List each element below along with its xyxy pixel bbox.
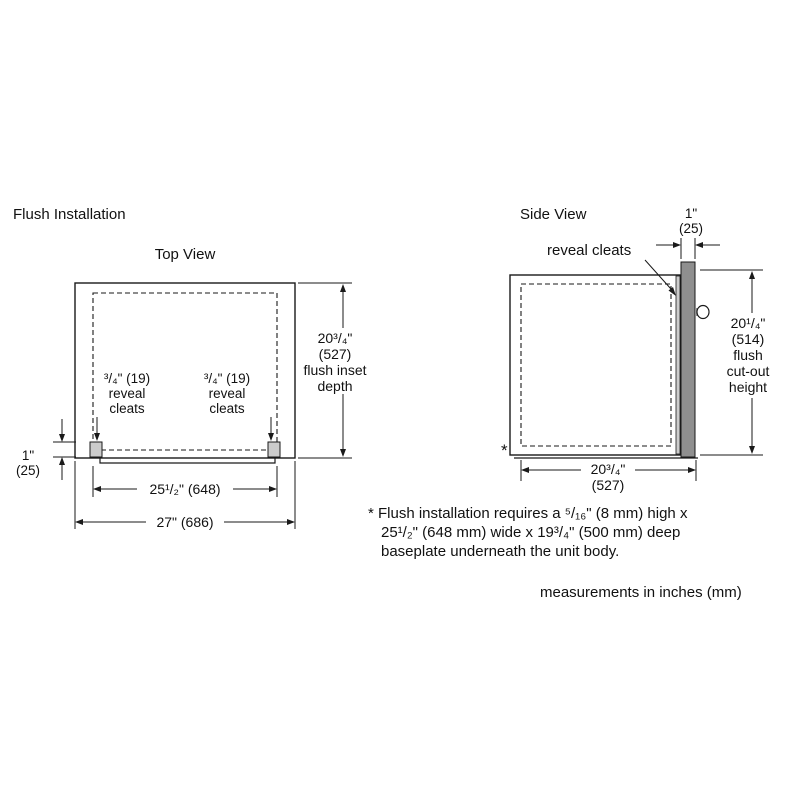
door-thickness-label: 1" (25) xyxy=(678,206,703,236)
top-cabinet-outline xyxy=(74,282,296,459)
side-unit-dashed-outline xyxy=(520,283,672,447)
flush-installation-title: Flush Installation xyxy=(13,206,126,223)
baseplate-footnote: * Flush installation requires a ⁵/₁₆" (8… xyxy=(368,505,688,560)
flush-cutout-height-label: 20¹/₄" (514) flush cut-out height xyxy=(726,315,770,395)
dim-door-thickness xyxy=(656,238,720,259)
flush-inset-depth-label: 20³/₄" (527) flush inset depth xyxy=(303,330,367,394)
dim-cutout-height xyxy=(700,269,763,456)
reveal-cleats-side-label: reveal cleats xyxy=(547,242,632,259)
side-cabinet-outline xyxy=(509,274,681,456)
side-asterisk: * xyxy=(501,441,508,460)
top-unit-dashed-outline xyxy=(92,292,278,451)
reveal-cleats-leader xyxy=(644,259,676,296)
side-view-drawing xyxy=(509,238,763,481)
dim-baseplate-depth xyxy=(520,460,697,481)
dim-cleat-height xyxy=(53,419,76,480)
top-baseplate-line xyxy=(99,458,276,464)
cleat-height-label: 1" (25) xyxy=(15,448,40,478)
reveal-cleats-right-label: ³/₄" (19) reveal cleats xyxy=(203,371,251,416)
side-reveal-cleat-strip xyxy=(675,275,681,455)
side-view-title: Side View xyxy=(520,206,587,223)
reveal-cleat-right xyxy=(267,441,281,458)
dim-overall-width xyxy=(74,461,296,529)
baseplate-width-label: 25¹/₂" (648) xyxy=(149,481,221,497)
overall-width-label: 27" (686) xyxy=(156,514,214,530)
top-view-drawing xyxy=(53,282,352,529)
dim-flush-inset-depth xyxy=(298,282,352,459)
reveal-cleat-left xyxy=(89,441,103,458)
cleat-pointer-left xyxy=(94,417,100,441)
top-view-title: Top View xyxy=(154,246,216,263)
dim-baseplate-width xyxy=(92,466,278,497)
cleat-pointer-right xyxy=(268,417,274,441)
baseplate-depth-label: 20³/₄" (527) xyxy=(590,461,626,493)
side-door-panel xyxy=(680,261,696,458)
door-knob xyxy=(696,304,710,320)
reveal-cleats-left-label: ³/₄" (19) reveal cleats xyxy=(103,371,151,416)
units-note: measurements in inches (mm) xyxy=(540,584,742,601)
